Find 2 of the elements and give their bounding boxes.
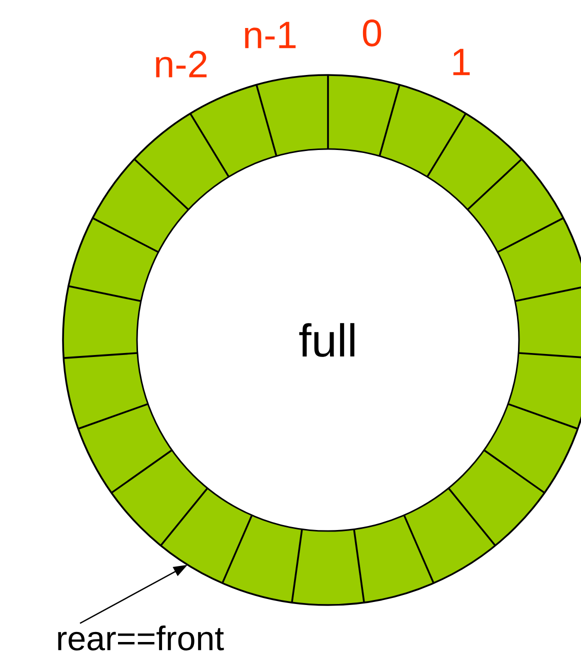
index-label: 1 — [453, 48, 470, 76]
text-label: rear==front — [58, 626, 224, 650]
